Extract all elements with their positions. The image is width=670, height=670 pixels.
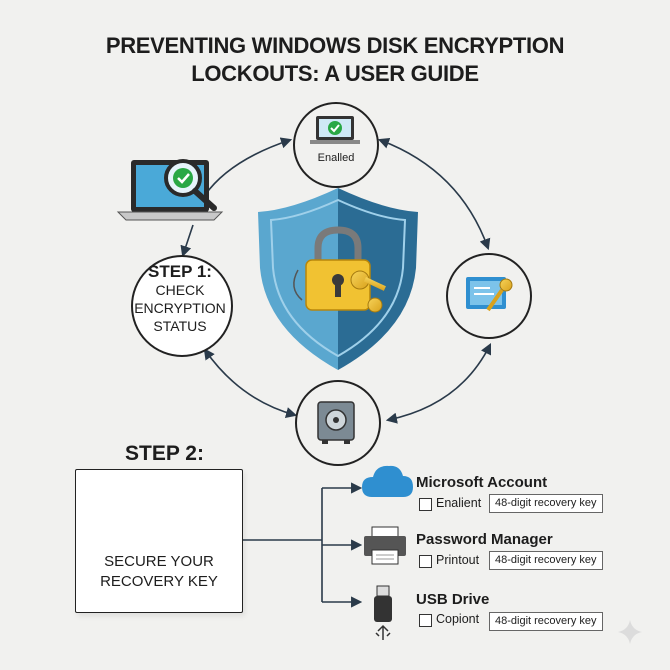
dest-microsoft-option: Enalient	[436, 496, 482, 510]
recovery-key-card-text: SECURE YOUR RECOVERY KEY	[75, 552, 243, 592]
dest-microsoft-key-box: 48-digit recovery key	[489, 494, 603, 513]
branch-connector	[241, 488, 323, 602]
card-line1: SECURE YOUR	[104, 553, 214, 570]
step2-label: STEP 2:	[125, 442, 204, 465]
dest-password-manager-checkbox[interactable]	[419, 555, 432, 568]
dest-password-manager-key-box: 48-digit recovery key	[489, 551, 603, 570]
node-bottom-safe	[295, 380, 381, 466]
arrow-left-to-bottom	[203, 348, 298, 419]
recovery-key-card	[75, 469, 243, 613]
page-title: PREVENTING WINDOWS DISK ENCRYPTION LOCKO…	[0, 32, 670, 88]
arrow-laptop-to-step1	[180, 224, 194, 258]
step1-line2: ENCRYPTION	[134, 300, 226, 316]
card-line2: RECOVERY KEY	[100, 573, 218, 590]
printer-icon	[364, 526, 406, 565]
sparkle-icon	[618, 620, 642, 644]
step1-line1: CHECK	[155, 282, 205, 298]
arrow-right-to-bottom	[385, 342, 492, 424]
title-line-1: PREVENTING WINDOWS DISK ENCRYPTION	[105, 33, 565, 58]
node-top-label: Enalled	[317, 152, 355, 164]
node-right-recovery	[446, 253, 532, 339]
step1-heading: STEP 1:	[148, 262, 212, 281]
dest-microsoft-title: Microsoft Account	[416, 474, 548, 491]
arrow-top-to-right	[377, 137, 491, 251]
dest-usb-option: Copiont	[436, 612, 480, 626]
node-step1	[131, 255, 233, 357]
step1-text: STEP 1: CHECK ENCRYPTION STATUS	[130, 263, 230, 335]
cloud-icon	[362, 465, 413, 497]
arrow-top-to-left	[204, 137, 293, 196]
laptop-magnifier-icon	[116, 159, 224, 221]
dest-usb-key-box: 48-digit recovery key	[489, 612, 603, 631]
node-top-enabled	[293, 102, 379, 188]
title-line-2: LOCKOUTS: A USER GUIDE	[191, 61, 479, 86]
dest-password-manager-title: Password Manager	[416, 531, 553, 548]
shield-lock-icon	[258, 188, 418, 370]
dest-usb-title: USB Drive	[416, 591, 490, 608]
dest-usb-checkbox[interactable]	[419, 614, 432, 627]
dest-microsoft-checkbox[interactable]	[419, 498, 432, 511]
dest-password-manager-option: Printout	[436, 553, 480, 567]
step1-line3: STATUS	[153, 318, 207, 334]
usb-drive-icon	[374, 585, 392, 640]
